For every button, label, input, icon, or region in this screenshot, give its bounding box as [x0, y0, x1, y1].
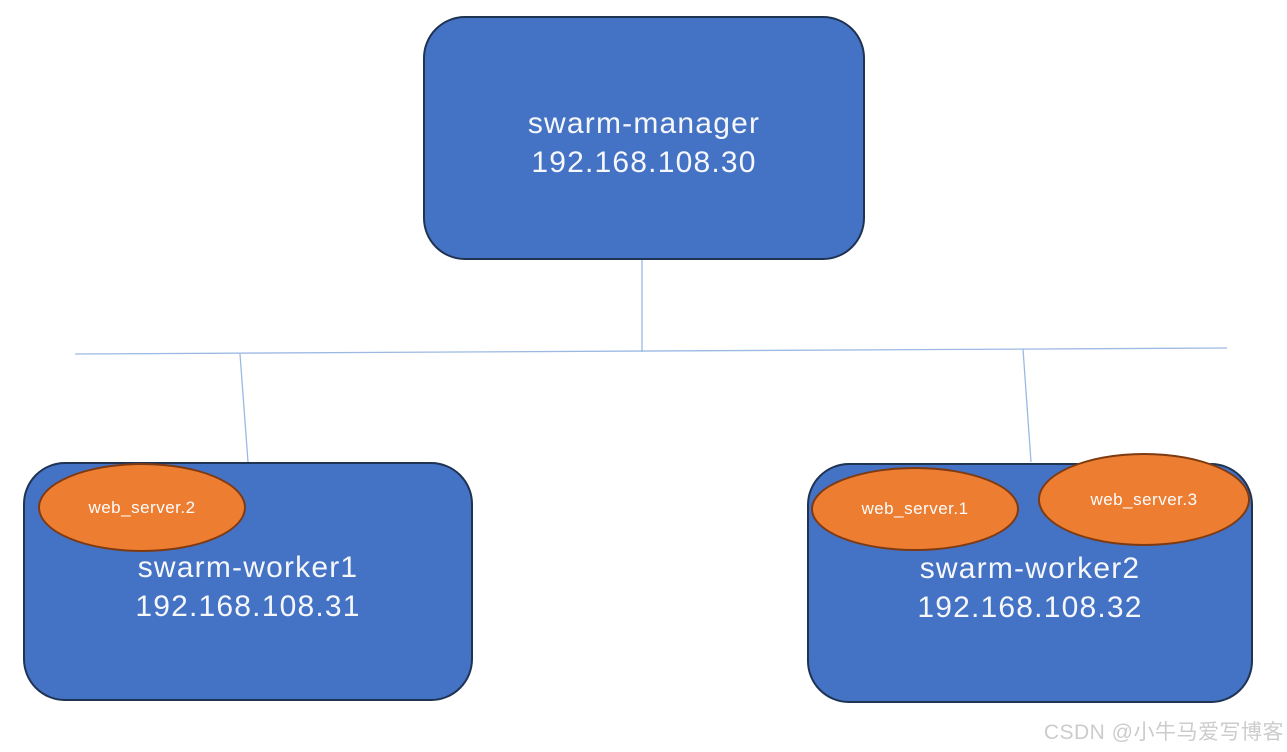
node-swarm-manager: swarm-manager 192.168.108.30: [423, 16, 865, 260]
task-label: web_server.3: [1090, 489, 1198, 509]
task-web-server-3: web_server.3: [1038, 453, 1250, 546]
node-name-label: swarm-manager: [527, 107, 761, 140]
connector-network-bus: [74, 347, 1228, 355]
node-name-label: swarm-worker2: [919, 552, 1141, 585]
node-name-label: swarm-worker1: [137, 550, 359, 584]
node-ip-label: 192.168.108.32: [917, 591, 1143, 624]
task-web-server-1: web_server.1: [811, 467, 1019, 551]
node-ip-label: 192.168.108.30: [531, 146, 757, 179]
csdn-watermark: CSDN @小牛马爱写博客: [1043, 721, 1284, 744]
task-label: web_server.2: [88, 497, 196, 517]
task-web-server-2: web_server.2: [38, 463, 246, 552]
task-label: web_server.1: [861, 499, 969, 518]
connector-worker1-drop: [239, 353, 249, 463]
node-ip-label: 192.168.108.31: [135, 589, 361, 623]
connector-worker2-drop: [1022, 348, 1032, 463]
